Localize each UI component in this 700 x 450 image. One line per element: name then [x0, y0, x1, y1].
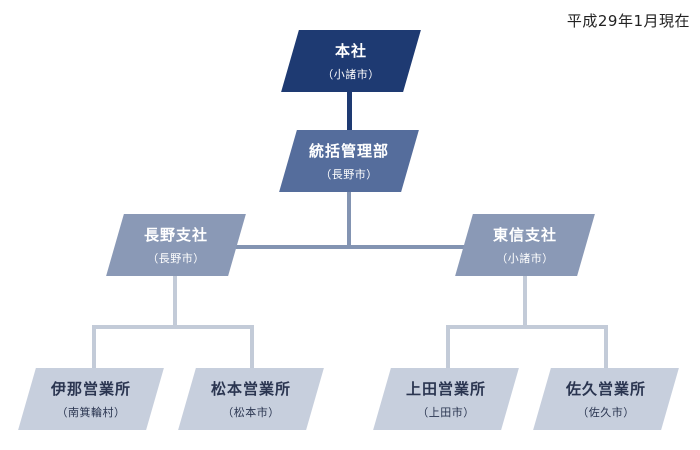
node-toshin-location: （小諸市）	[496, 252, 554, 265]
connector-branch-horizontal	[230, 245, 468, 249]
node-ueda-name: 上田営業所	[405, 380, 486, 398]
connector-tokatsu-down	[347, 190, 351, 248]
node-honsha-name: 本社	[334, 42, 367, 60]
connector-matsumoto-up	[250, 325, 254, 370]
node-ueda-location: （上田市）	[417, 406, 475, 419]
connector-toshin-down	[523, 275, 527, 327]
node-toshin: 東信支社 （小諸市）	[464, 214, 586, 276]
node-tokatsu-name: 統括管理部	[308, 142, 389, 160]
connector-honsha-tokatsu	[347, 90, 352, 132]
node-tokatsu-location: （長野市）	[320, 168, 378, 181]
node-nagano-location: （長野市）	[147, 252, 205, 265]
node-saku-name: 佐久営業所	[565, 380, 646, 398]
connector-toshin-horizontal	[446, 325, 608, 329]
node-saku: 佐久営業所 （佐久市）	[542, 368, 670, 430]
connector-nagano-horizontal	[92, 325, 254, 329]
node-matsumoto: 松本営業所 （松本市）	[187, 368, 315, 430]
connector-saku-up	[604, 325, 608, 370]
node-saku-location: （佐久市）	[577, 406, 635, 419]
node-matsumoto-name: 松本営業所	[210, 380, 291, 398]
node-nagano-name: 長野支社	[143, 226, 208, 244]
connector-nagano-down	[173, 275, 177, 327]
node-ueda: 上田営業所 （上田市）	[382, 368, 510, 430]
node-matsumoto-location: （松本市）	[222, 406, 280, 419]
node-nagano: 長野支社 （長野市）	[115, 214, 237, 276]
node-ina: 伊那営業所 （南箕輪村）	[27, 368, 155, 430]
node-ina-location: （南箕輪村）	[56, 406, 126, 419]
as-of-date: 平成29年1月現在	[566, 12, 690, 30]
node-tokatsu: 統括管理部 （長野市）	[288, 130, 410, 192]
node-toshin-name: 東信支社	[492, 226, 557, 244]
node-honsha: 本社 （小諸市）	[290, 30, 412, 92]
connector-ina-up	[92, 325, 96, 370]
node-ina-name: 伊那営業所	[50, 380, 131, 398]
node-honsha-location: （小諸市）	[322, 68, 380, 81]
connector-ueda-up	[446, 325, 450, 370]
